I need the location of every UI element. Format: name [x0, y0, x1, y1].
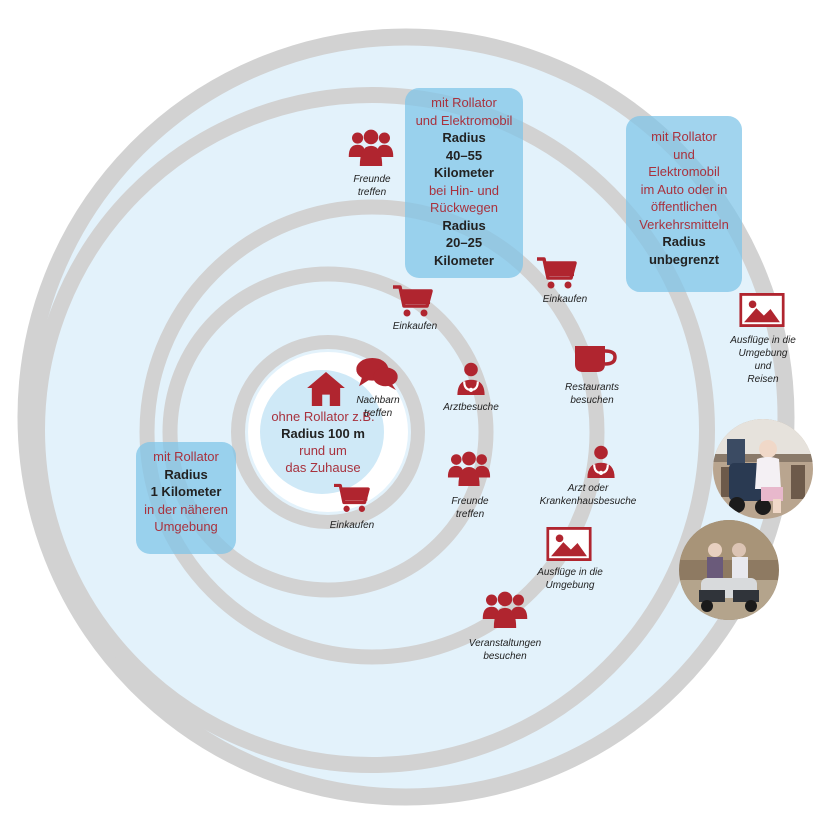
people-group-icon: [348, 128, 394, 166]
caption-line: Freunde: [451, 496, 489, 507]
activity-caption: Arztbesuche: [431, 401, 511, 414]
caption-line: Ausflüge in die: [730, 335, 796, 346]
caption-line: Freunde: [353, 174, 391, 185]
center-text: das Zuhause: [285, 460, 361, 475]
caption-line: Umgebung: [738, 348, 788, 359]
center-text: ohne Rollator z.B.: [271, 409, 375, 424]
box-text-bold: Radius: [442, 217, 486, 233]
box-text: öffentlichen: [650, 199, 718, 214]
caption-line: treffen: [357, 187, 387, 198]
shopping-cart-icon: [334, 482, 370, 514]
box-text: mit Rollator: [431, 95, 497, 110]
caption-line: Krankenhausbesuche: [539, 496, 637, 507]
box-text: Verkehrsmitteln: [639, 216, 729, 232]
box-text: Umgebung: [154, 519, 218, 534]
caption-line: Arztbesuche: [443, 402, 499, 413]
caption-line: Umgebung: [545, 580, 595, 591]
activity-caption: Veranstaltungen besuchen: [455, 637, 555, 663]
people-group-icon: [447, 450, 491, 486]
box-text: Elektromobil: [648, 164, 720, 179]
info-box-unbegrenzt: mit Rollator und Elektromobil im Auto od…: [626, 116, 742, 292]
box-text: und Elektromobil: [415, 112, 513, 128]
box-text: in der näheren: [144, 501, 228, 517]
box-text: mit Rollator: [153, 449, 219, 464]
caption-line: Ausflüge in die: [537, 567, 603, 578]
activity-caption: Arzt oder Krankenhausbesuche: [528, 482, 648, 508]
box-text: bei Hin- und: [428, 182, 500, 198]
box-text-bold: Radius: [164, 466, 208, 482]
box-text: und: [673, 146, 695, 162]
caption-line: Einkaufen: [542, 294, 588, 305]
activity-caption: Einkaufen: [375, 320, 455, 333]
activity-caption: Ausflüge in die Umgebung und Reisen: [717, 334, 809, 386]
center-disc-fill: [260, 370, 384, 494]
coffee-cup-icon: [573, 344, 617, 376]
outer-ring: [17, 28, 795, 806]
info-box-rollator: mit Rollator Radius 1 Kilometer in der n…: [136, 442, 236, 554]
caption-line: Nachbarn: [356, 395, 400, 406]
caption-line: Arzt oder: [567, 483, 609, 494]
box-text-bold: 40–55: [445, 147, 483, 163]
caption-line: besuchen: [570, 395, 614, 406]
box-text-bold: Kilometer: [434, 165, 494, 180]
caption-line: Restaurants: [565, 382, 619, 393]
box-text-bold: unbegrenzt: [648, 251, 720, 267]
activity-caption: Einkaufen: [312, 519, 392, 532]
doctor-icon: [584, 443, 618, 479]
caption-line: treffen: [455, 509, 485, 520]
center-text-bold: Radius 100 m: [281, 426, 365, 441]
landscape-picture-icon: [739, 293, 785, 327]
center-label: ohne Rollator z.B. Radius 100 m rund um …: [258, 408, 388, 476]
box-text: im Auto oder in: [640, 181, 728, 197]
activity-caption: Einkaufen: [525, 293, 605, 306]
activity-caption: Freunde treffen: [430, 495, 510, 521]
box-text-bold: 1 Kilometer: [150, 484, 222, 499]
photo-couple-on-mobility-scooters: [679, 520, 779, 620]
people-group-icon: [482, 590, 528, 628]
activity-caption: Restaurants besuchen: [552, 381, 632, 407]
doctor-icon: [454, 360, 488, 396]
ring-2: [162, 266, 494, 598]
photo-woman-on-mobility-scooter: [713, 419, 813, 519]
activity-caption: Ausflüge in die Umgebung: [525, 566, 615, 592]
caption-line: Veranstaltungen: [468, 638, 542, 649]
caption-line: besuchen: [483, 651, 527, 662]
box-text: Rückwegen: [430, 200, 498, 215]
ring-4: [29, 87, 715, 773]
caption-line: und: [754, 361, 772, 372]
box-text-bold: Kilometer: [434, 252, 494, 268]
box-text-bold: Radius: [662, 234, 706, 249]
caption-line: treffen: [363, 408, 393, 419]
speech-bubbles-icon: [356, 357, 398, 391]
ring-1: [231, 335, 425, 529]
box-text-bold: 20–25: [445, 235, 483, 250]
box-text: mit Rollator: [651, 129, 717, 144]
shopping-cart-icon: [537, 256, 577, 290]
ring-3: [139, 199, 605, 665]
activity-caption: Freunde treffen: [332, 173, 412, 199]
center-text: rund um: [299, 443, 347, 458]
caption-line: Einkaufen: [392, 321, 438, 332]
activity-caption: Nachbarn treffen: [348, 394, 408, 420]
info-box-elektromobil: mit Rollator und Elektromobil Radius 40–…: [405, 88, 523, 278]
house-icon: [306, 372, 346, 406]
caption-line: Einkaufen: [329, 520, 375, 531]
shopping-cart-icon: [393, 284, 433, 318]
caption-line: Reisen: [747, 374, 779, 385]
landscape-picture-icon: [546, 527, 592, 561]
box-text-bold: Radius: [442, 130, 486, 145]
